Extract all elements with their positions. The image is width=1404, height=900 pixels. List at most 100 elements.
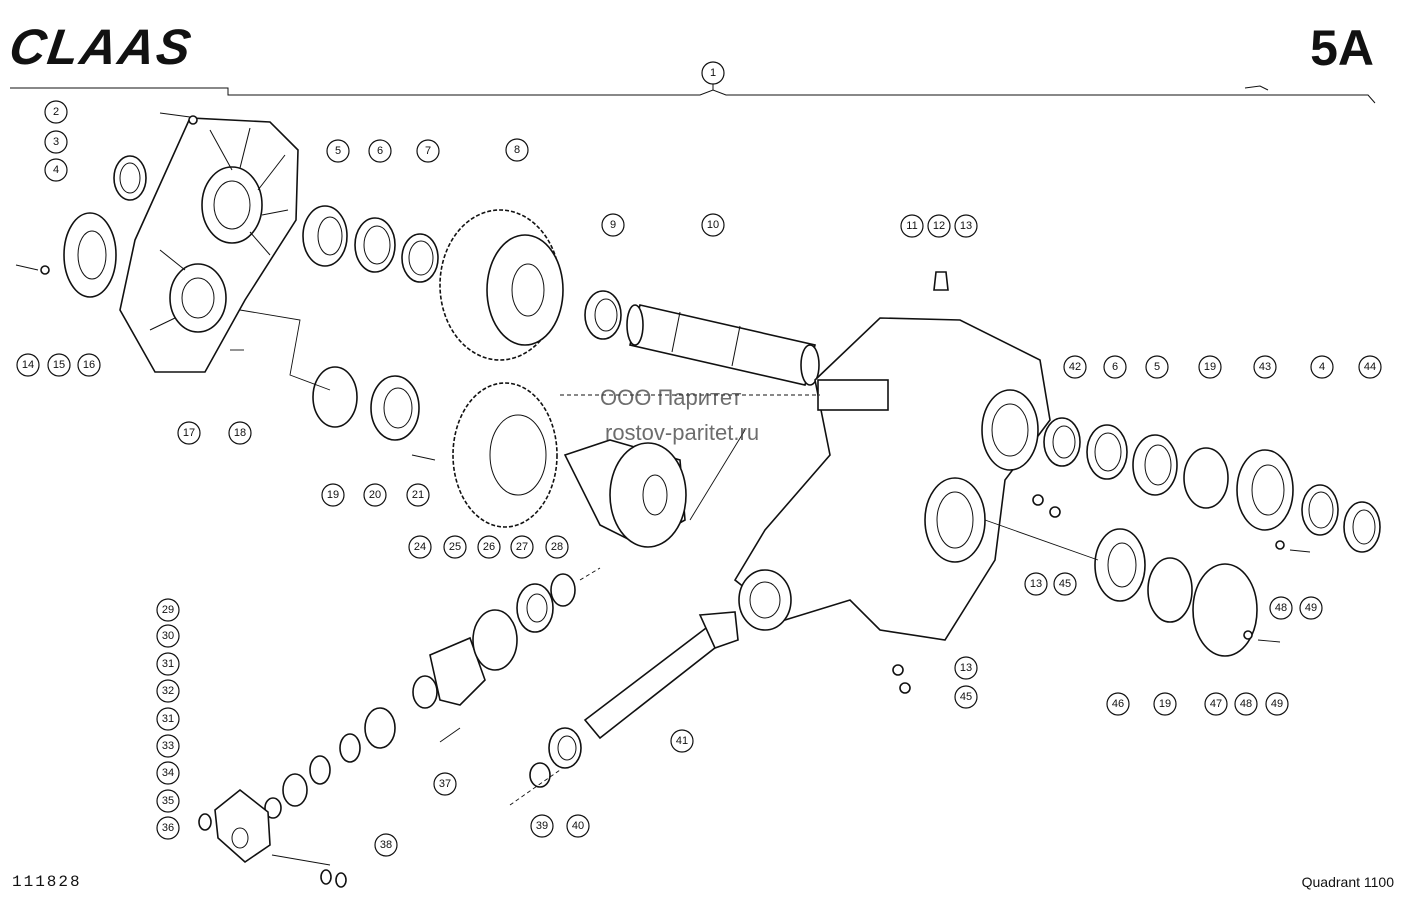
callout-circle bbox=[1063, 355, 1087, 379]
callout-number: 19 bbox=[1159, 698, 1171, 710]
lower-right-stack bbox=[1094, 528, 1258, 657]
callout-c39: 39 bbox=[530, 814, 554, 838]
bearing-part bbox=[302, 205, 439, 283]
callout-c11: 11 bbox=[900, 214, 924, 238]
spur-gear-part bbox=[439, 209, 564, 361]
callout-c27: 27 bbox=[510, 535, 534, 559]
callout-c1: 1 bbox=[701, 61, 725, 85]
breather-part bbox=[933, 271, 949, 291]
callout-circle bbox=[77, 353, 101, 377]
pinion-shaft-part bbox=[529, 611, 739, 788]
callout-circle bbox=[1103, 355, 1127, 379]
callout-number: 42 bbox=[1069, 361, 1081, 373]
callout-c43: 43 bbox=[1253, 355, 1277, 379]
callout-circle bbox=[1145, 355, 1169, 379]
callout-c17: 17 bbox=[177, 421, 201, 445]
callout-c13b: 13 bbox=[1024, 572, 1048, 596]
small-parts-stack bbox=[198, 707, 396, 864]
bolt-part bbox=[271, 854, 331, 866]
callout-c36: 36 bbox=[156, 816, 180, 840]
callout-number: 49 bbox=[1305, 602, 1317, 614]
callout-circle bbox=[1024, 572, 1048, 596]
callout-circle bbox=[954, 685, 978, 709]
callout-c38: 38 bbox=[374, 833, 398, 857]
callout-number: 32 bbox=[162, 685, 174, 697]
callout-c9: 9 bbox=[601, 213, 625, 237]
right-bearing-stack bbox=[1043, 417, 1381, 553]
callout-circle bbox=[156, 789, 180, 813]
callout-circle bbox=[1204, 692, 1228, 716]
callout-circle bbox=[1053, 572, 1077, 596]
callout-number: 33 bbox=[162, 740, 174, 752]
callout-number: 10 bbox=[707, 219, 719, 231]
callout-c29: 29 bbox=[156, 598, 180, 622]
callout-circle bbox=[156, 624, 180, 648]
callout-c19b: 19 bbox=[1198, 355, 1222, 379]
callout-c30: 30 bbox=[156, 624, 180, 648]
callout-circle bbox=[363, 483, 387, 507]
callout-number: 45 bbox=[1059, 578, 1071, 590]
callout-c5b: 5 bbox=[1145, 355, 1169, 379]
callout-circle bbox=[443, 535, 467, 559]
pinion-bearing-stack bbox=[412, 573, 576, 709]
callout-c34: 34 bbox=[156, 761, 180, 785]
splined-shaft-part bbox=[626, 304, 820, 386]
callout-circle bbox=[156, 816, 180, 840]
callout-circle bbox=[701, 213, 725, 237]
callout-circle bbox=[510, 535, 534, 559]
callout-c32: 32 bbox=[156, 679, 180, 703]
callout-c5a: 5 bbox=[326, 139, 350, 163]
seal-flange-part bbox=[63, 212, 117, 298]
callout-number: 18 bbox=[234, 427, 246, 439]
ring-part bbox=[113, 155, 147, 201]
callout-number: 47 bbox=[1210, 698, 1222, 710]
callout-c48b: 48 bbox=[1234, 692, 1258, 716]
callout-circle bbox=[1358, 355, 1382, 379]
callout-circle bbox=[954, 214, 978, 238]
callout-c41: 41 bbox=[670, 729, 694, 753]
sleeve-part bbox=[584, 290, 622, 340]
callout-c6a: 6 bbox=[368, 139, 392, 163]
callout-circle bbox=[374, 833, 398, 857]
callout-number: 40 bbox=[572, 820, 584, 832]
callout-c3: 3 bbox=[44, 130, 68, 154]
callout-circle bbox=[406, 483, 430, 507]
callout-number: 44 bbox=[1364, 361, 1376, 373]
callout-c45b: 45 bbox=[954, 685, 978, 709]
callout-c4a: 4 bbox=[44, 158, 68, 182]
callout-circle bbox=[1153, 692, 1177, 716]
callout-number: 26 bbox=[483, 541, 495, 553]
callout-number: 7 bbox=[425, 145, 431, 157]
callout-c48a: 48 bbox=[1269, 596, 1293, 620]
callout-c45a: 45 bbox=[1053, 572, 1077, 596]
callout-number: 29 bbox=[162, 604, 174, 616]
callout-number: 19 bbox=[327, 489, 339, 501]
callout-c25: 25 bbox=[443, 535, 467, 559]
callout-circle bbox=[1310, 355, 1334, 379]
callout-circle bbox=[408, 535, 432, 559]
callout-number: 37 bbox=[439, 778, 451, 790]
callout-number: 36 bbox=[162, 822, 174, 834]
callout-number: 39 bbox=[536, 820, 548, 832]
leader-lines bbox=[239, 309, 1099, 806]
callout-number: 4 bbox=[53, 164, 59, 176]
callout-circle bbox=[670, 729, 694, 753]
callout-number: 13 bbox=[1030, 578, 1042, 590]
drawing-number: 111828 bbox=[12, 873, 82, 891]
callout-number: 35 bbox=[162, 795, 174, 807]
callout-number: 48 bbox=[1240, 698, 1252, 710]
callout-number: 28 bbox=[551, 541, 563, 553]
callout-circle bbox=[368, 139, 392, 163]
assembly-bracket bbox=[10, 87, 1376, 104]
callout-c12: 12 bbox=[927, 214, 951, 238]
callout-c37: 37 bbox=[433, 772, 457, 796]
callout-circle bbox=[1234, 692, 1258, 716]
callout-c33: 33 bbox=[156, 734, 180, 758]
callout-number: 5 bbox=[1154, 361, 1160, 373]
callout-c47: 47 bbox=[1204, 692, 1228, 716]
callout-circle bbox=[1299, 596, 1323, 620]
callout-number: 49 bbox=[1271, 698, 1283, 710]
callout-c26: 26 bbox=[477, 535, 501, 559]
callout-number: 4 bbox=[1319, 361, 1325, 373]
callout-circle bbox=[545, 535, 569, 559]
